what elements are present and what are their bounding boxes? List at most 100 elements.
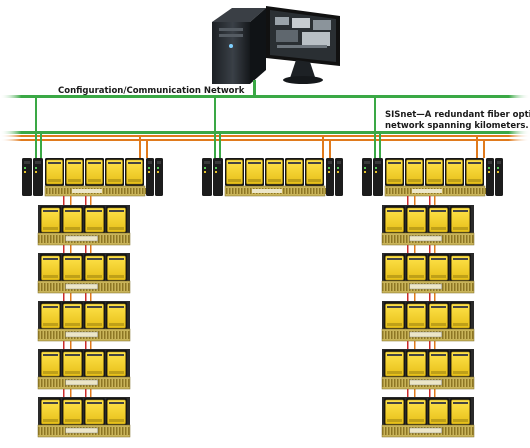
io-module [450, 254, 471, 282]
config-network-bus [0, 95, 530, 98]
io-rack-stack-1 [37, 205, 131, 438]
io-module [106, 206, 127, 234]
io-module [384, 302, 405, 330]
sisnet-label-line-1: SISnet—A redundant fiber optic [385, 110, 530, 120]
io-module [450, 206, 471, 234]
comm-module-a [486, 158, 494, 196]
io-module [84, 302, 105, 330]
comm-module-a [146, 158, 154, 196]
io-module [406, 398, 427, 426]
io-rack [37, 253, 131, 294]
io-module [106, 302, 127, 330]
sisnet-bus-1 [0, 135, 530, 137]
processor-module-a [362, 158, 372, 196]
sisnet-fiber-lines [0, 135, 530, 141]
io-rack-stack-2 [381, 205, 475, 438]
io-module [62, 254, 83, 282]
io-module [40, 206, 61, 234]
sisnet-bus-2 [0, 139, 530, 141]
io-rack [37, 349, 131, 390]
io-module [40, 302, 61, 330]
controller-chassis-2 [202, 158, 343, 197]
io-module [384, 398, 405, 426]
config-network-lines [0, 80, 530, 134]
io-rack [381, 349, 475, 390]
io-module [285, 158, 304, 186]
io-module [450, 350, 471, 378]
io-module [62, 206, 83, 234]
io-module [428, 350, 449, 378]
comm-module-a [326, 158, 334, 196]
io-rack [381, 301, 475, 342]
io-module [65, 158, 84, 186]
io-module [406, 302, 427, 330]
green-bus-2 [0, 131, 530, 134]
io-module [406, 206, 427, 234]
io-module [62, 350, 83, 378]
io-module [445, 158, 464, 186]
comm-module-b [495, 158, 503, 196]
io-module [106, 254, 127, 282]
processor-module-b [33, 158, 43, 196]
io-module [428, 398, 449, 426]
io-module [465, 158, 484, 186]
io-module [428, 254, 449, 282]
io-module [105, 158, 124, 186]
io-module [106, 398, 127, 426]
io-module [40, 398, 61, 426]
io-module [125, 158, 144, 186]
io-module [245, 158, 264, 186]
processor-module-a [202, 158, 212, 196]
io-module [384, 254, 405, 282]
tower-front [212, 22, 250, 84]
monitor-stand [290, 60, 316, 80]
sisnet-label-line-2: network spanning kilometers. [385, 121, 529, 131]
io-rack [381, 253, 475, 294]
processor-module-a [22, 158, 32, 196]
io-module [428, 206, 449, 234]
io-module [85, 158, 104, 186]
io-module [84, 350, 105, 378]
io-module [406, 254, 427, 282]
tower-top [212, 8, 266, 22]
io-module [450, 398, 471, 426]
comm-module-b [155, 158, 163, 196]
workstation-icon [212, 6, 340, 84]
io-module [384, 206, 405, 234]
io-rack [37, 301, 131, 342]
io-module [45, 158, 64, 186]
io-module [40, 254, 61, 282]
io-rack-stacks [37, 205, 475, 438]
config-network-label: Configuration/Communication Network [58, 86, 245, 96]
io-rack [37, 397, 131, 438]
io-module [265, 158, 284, 186]
io-module [405, 158, 424, 186]
io-module [40, 350, 61, 378]
processor-module-b [213, 158, 223, 196]
tower-side [250, 8, 266, 84]
comm-module-b [335, 158, 343, 196]
io-module [305, 158, 324, 186]
io-module [450, 302, 471, 330]
io-rack [381, 205, 475, 246]
processor-module-b [373, 158, 383, 196]
io-module [384, 350, 405, 378]
io-rack [381, 397, 475, 438]
controller-chassis-3 [362, 158, 503, 197]
io-module [406, 350, 427, 378]
io-module [385, 158, 404, 186]
io-module [62, 302, 83, 330]
io-module [84, 254, 105, 282]
controller-chassis-1 [22, 158, 163, 197]
io-module [428, 302, 449, 330]
io-module [84, 206, 105, 234]
io-module [84, 398, 105, 426]
io-rack [37, 205, 131, 246]
io-module [106, 350, 127, 378]
controller-chassis-group [22, 158, 503, 197]
io-module [425, 158, 444, 186]
io-module [225, 158, 244, 186]
network-drops [35, 98, 485, 158]
io-module [62, 398, 83, 426]
